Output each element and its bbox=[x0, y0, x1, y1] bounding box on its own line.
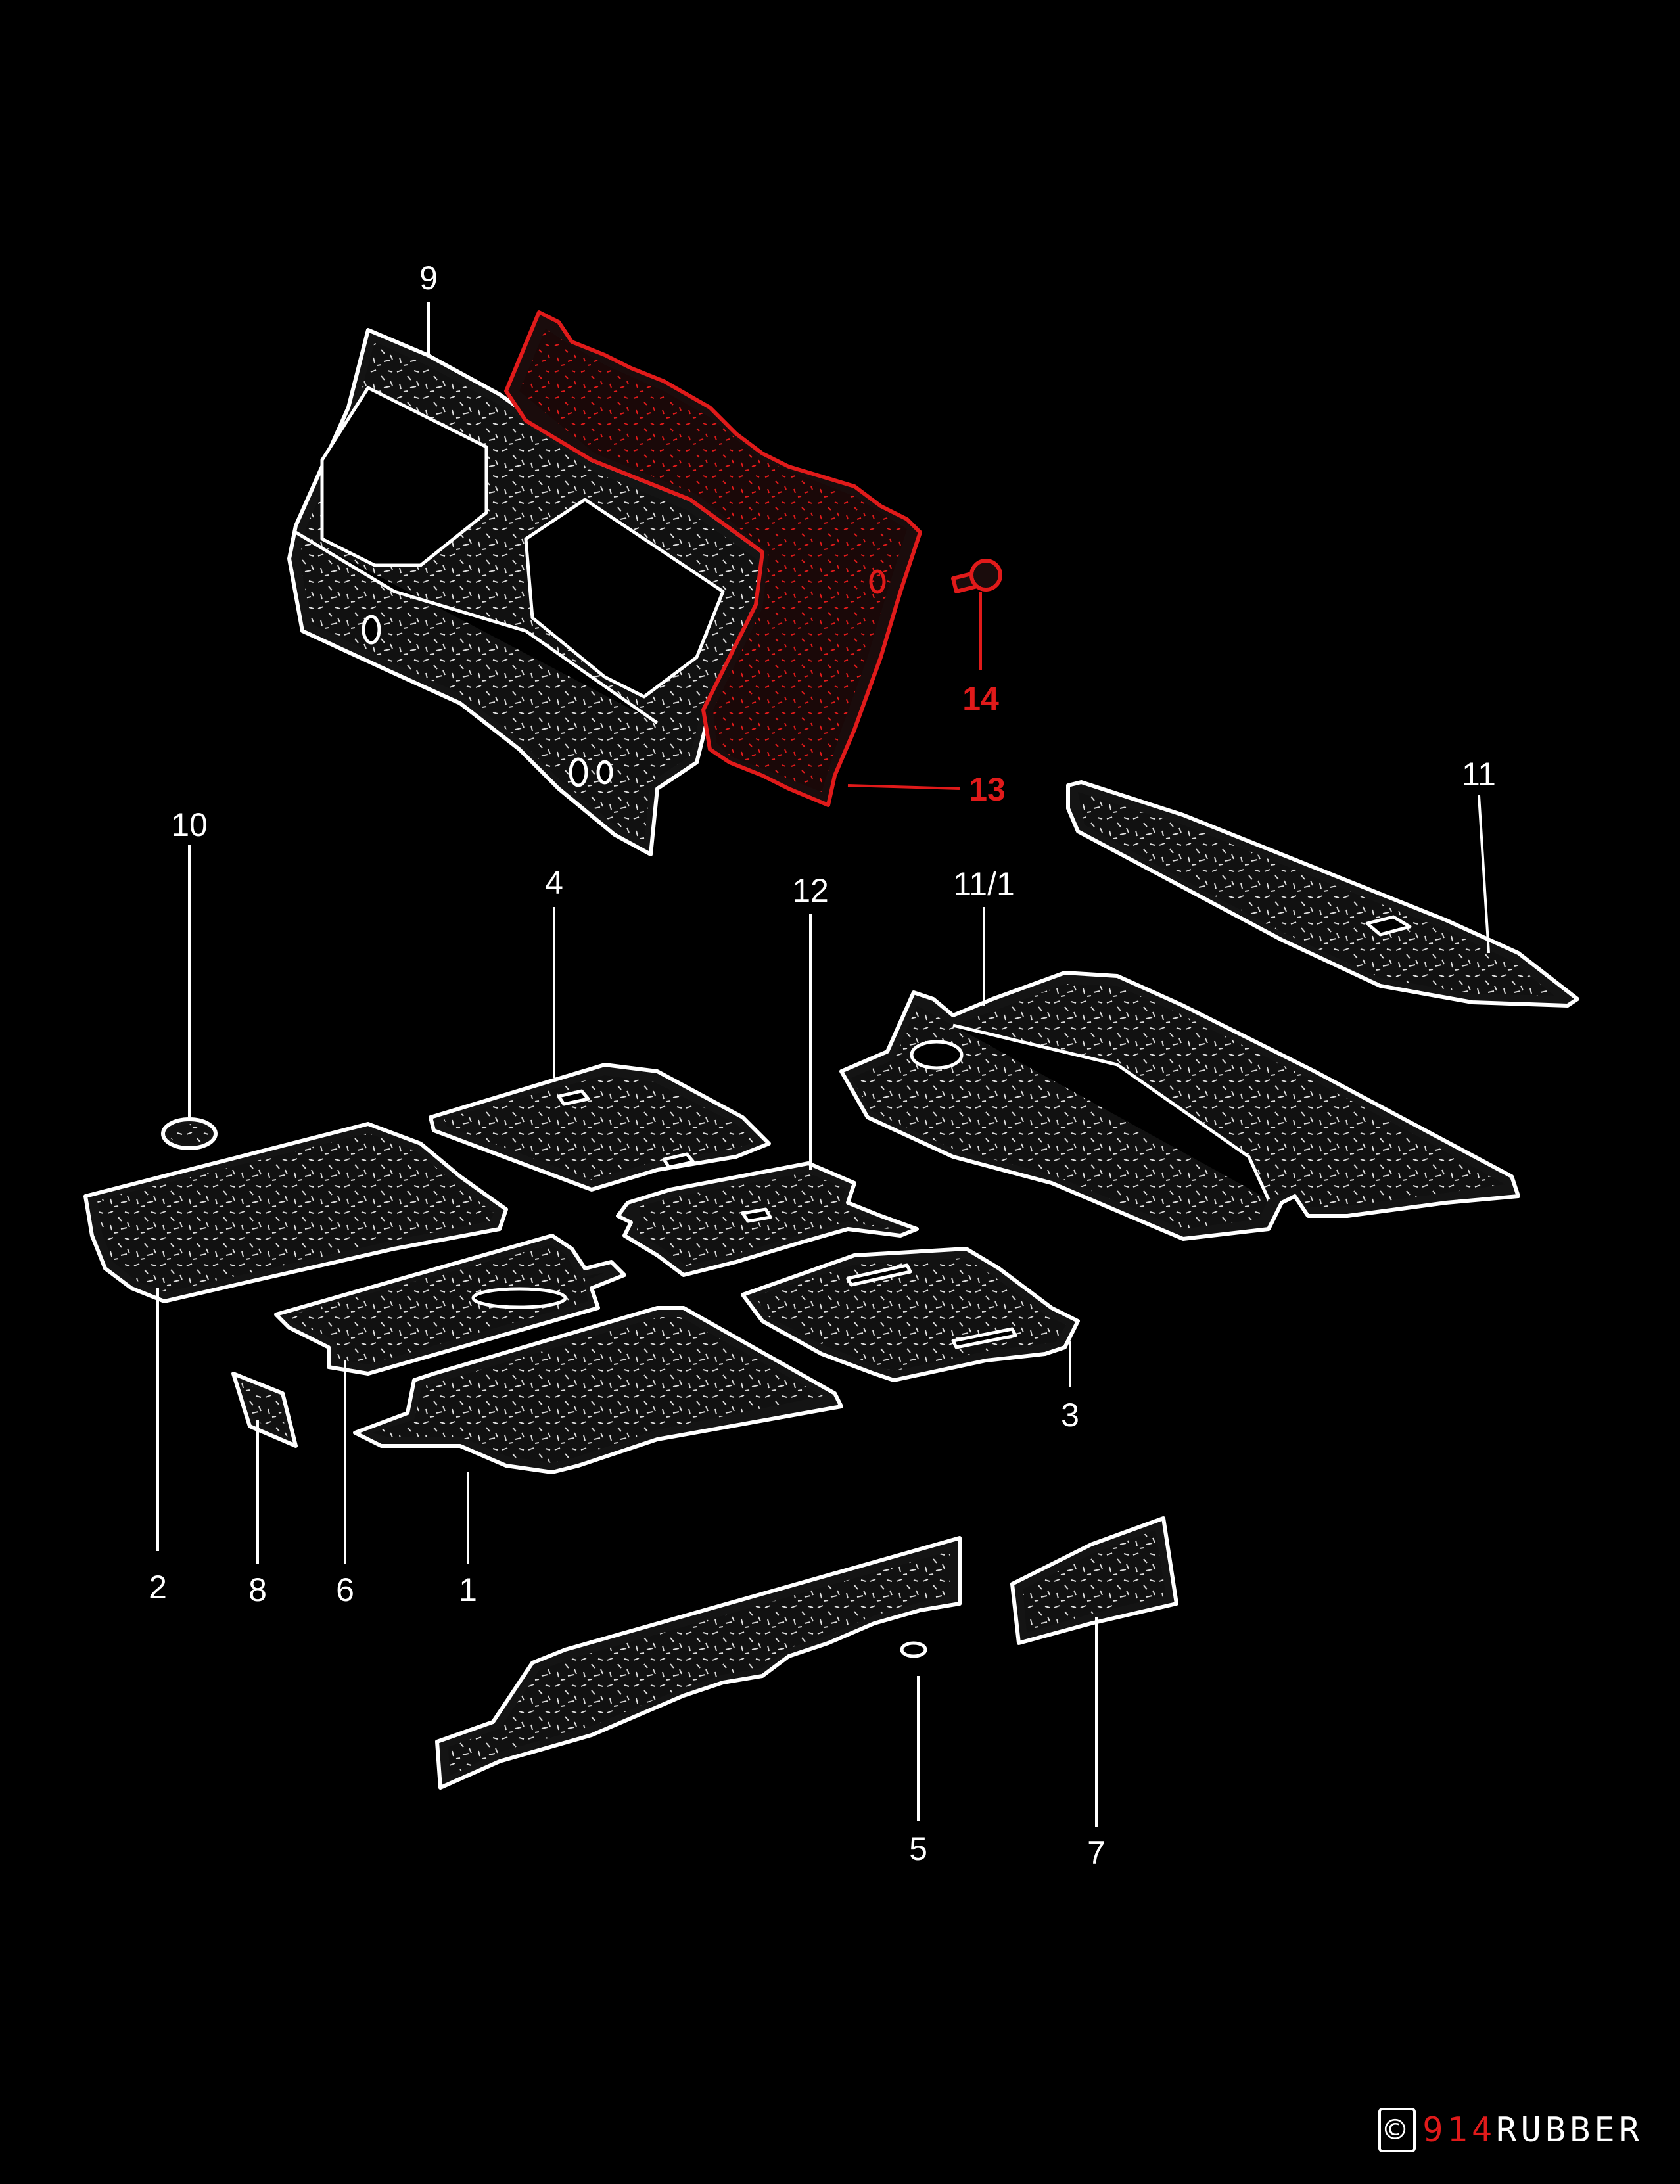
callout-labels: 9 14 13 11 10 4 12 11/1 3 2 8 6 1 5 7 bbox=[149, 260, 1496, 1871]
callout-11-1: 11/1 bbox=[953, 866, 1015, 902]
callout-2: 2 bbox=[149, 1569, 167, 1606]
callout-6: 6 bbox=[336, 1571, 354, 1608]
callout-12: 12 bbox=[792, 872, 829, 909]
part-5-side-panel[interactable] bbox=[435, 1536, 962, 1790]
callout-10: 10 bbox=[171, 806, 208, 843]
watermark-914rubber: ©914RUBBER bbox=[1378, 2108, 1643, 2152]
callout-8: 8 bbox=[248, 1571, 267, 1608]
part-3-floor-mat[interactable] bbox=[741, 1247, 1080, 1382]
part-11-1-trunk-floor[interactable] bbox=[839, 971, 1520, 1241]
callout-7: 7 bbox=[1087, 1834, 1106, 1871]
part-6-floor-mat[interactable] bbox=[274, 1234, 626, 1376]
part-1-floor-mat[interactable] bbox=[353, 1306, 843, 1474]
callout-3: 3 bbox=[1061, 1397, 1079, 1433]
watermark-number: 914 bbox=[1422, 2110, 1497, 2150]
part-4-floor-mat[interactable] bbox=[429, 1063, 771, 1192]
callout-13: 13 bbox=[969, 771, 1006, 808]
part-14-screw[interactable] bbox=[951, 559, 1002, 593]
callout-4: 4 bbox=[545, 864, 563, 901]
callout-9: 9 bbox=[419, 260, 438, 296]
callout-5: 5 bbox=[909, 1830, 927, 1867]
part-10-round-pad[interactable] bbox=[161, 1117, 218, 1150]
watermark-brand: RUBBER bbox=[1496, 2110, 1643, 2150]
copyright-icon: © bbox=[1378, 2108, 1416, 2152]
part-7-side-pad[interactable] bbox=[1010, 1516, 1178, 1645]
part-8-small-pad[interactable] bbox=[231, 1372, 298, 1448]
part-11-rear-shelf[interactable] bbox=[1066, 780, 1579, 1008]
part-2-floor-mat[interactable] bbox=[83, 1122, 508, 1303]
part-9-bulkhead-insulation[interactable] bbox=[287, 328, 778, 856]
leader-lines bbox=[156, 302, 1490, 1827]
callout-14: 14 bbox=[962, 680, 999, 717]
part-13-insulation-highlighted[interactable] bbox=[504, 310, 922, 807]
callout-11: 11 bbox=[1462, 756, 1496, 793]
part-12-floor-mat[interactable] bbox=[616, 1161, 919, 1277]
callout-1: 1 bbox=[459, 1571, 477, 1608]
